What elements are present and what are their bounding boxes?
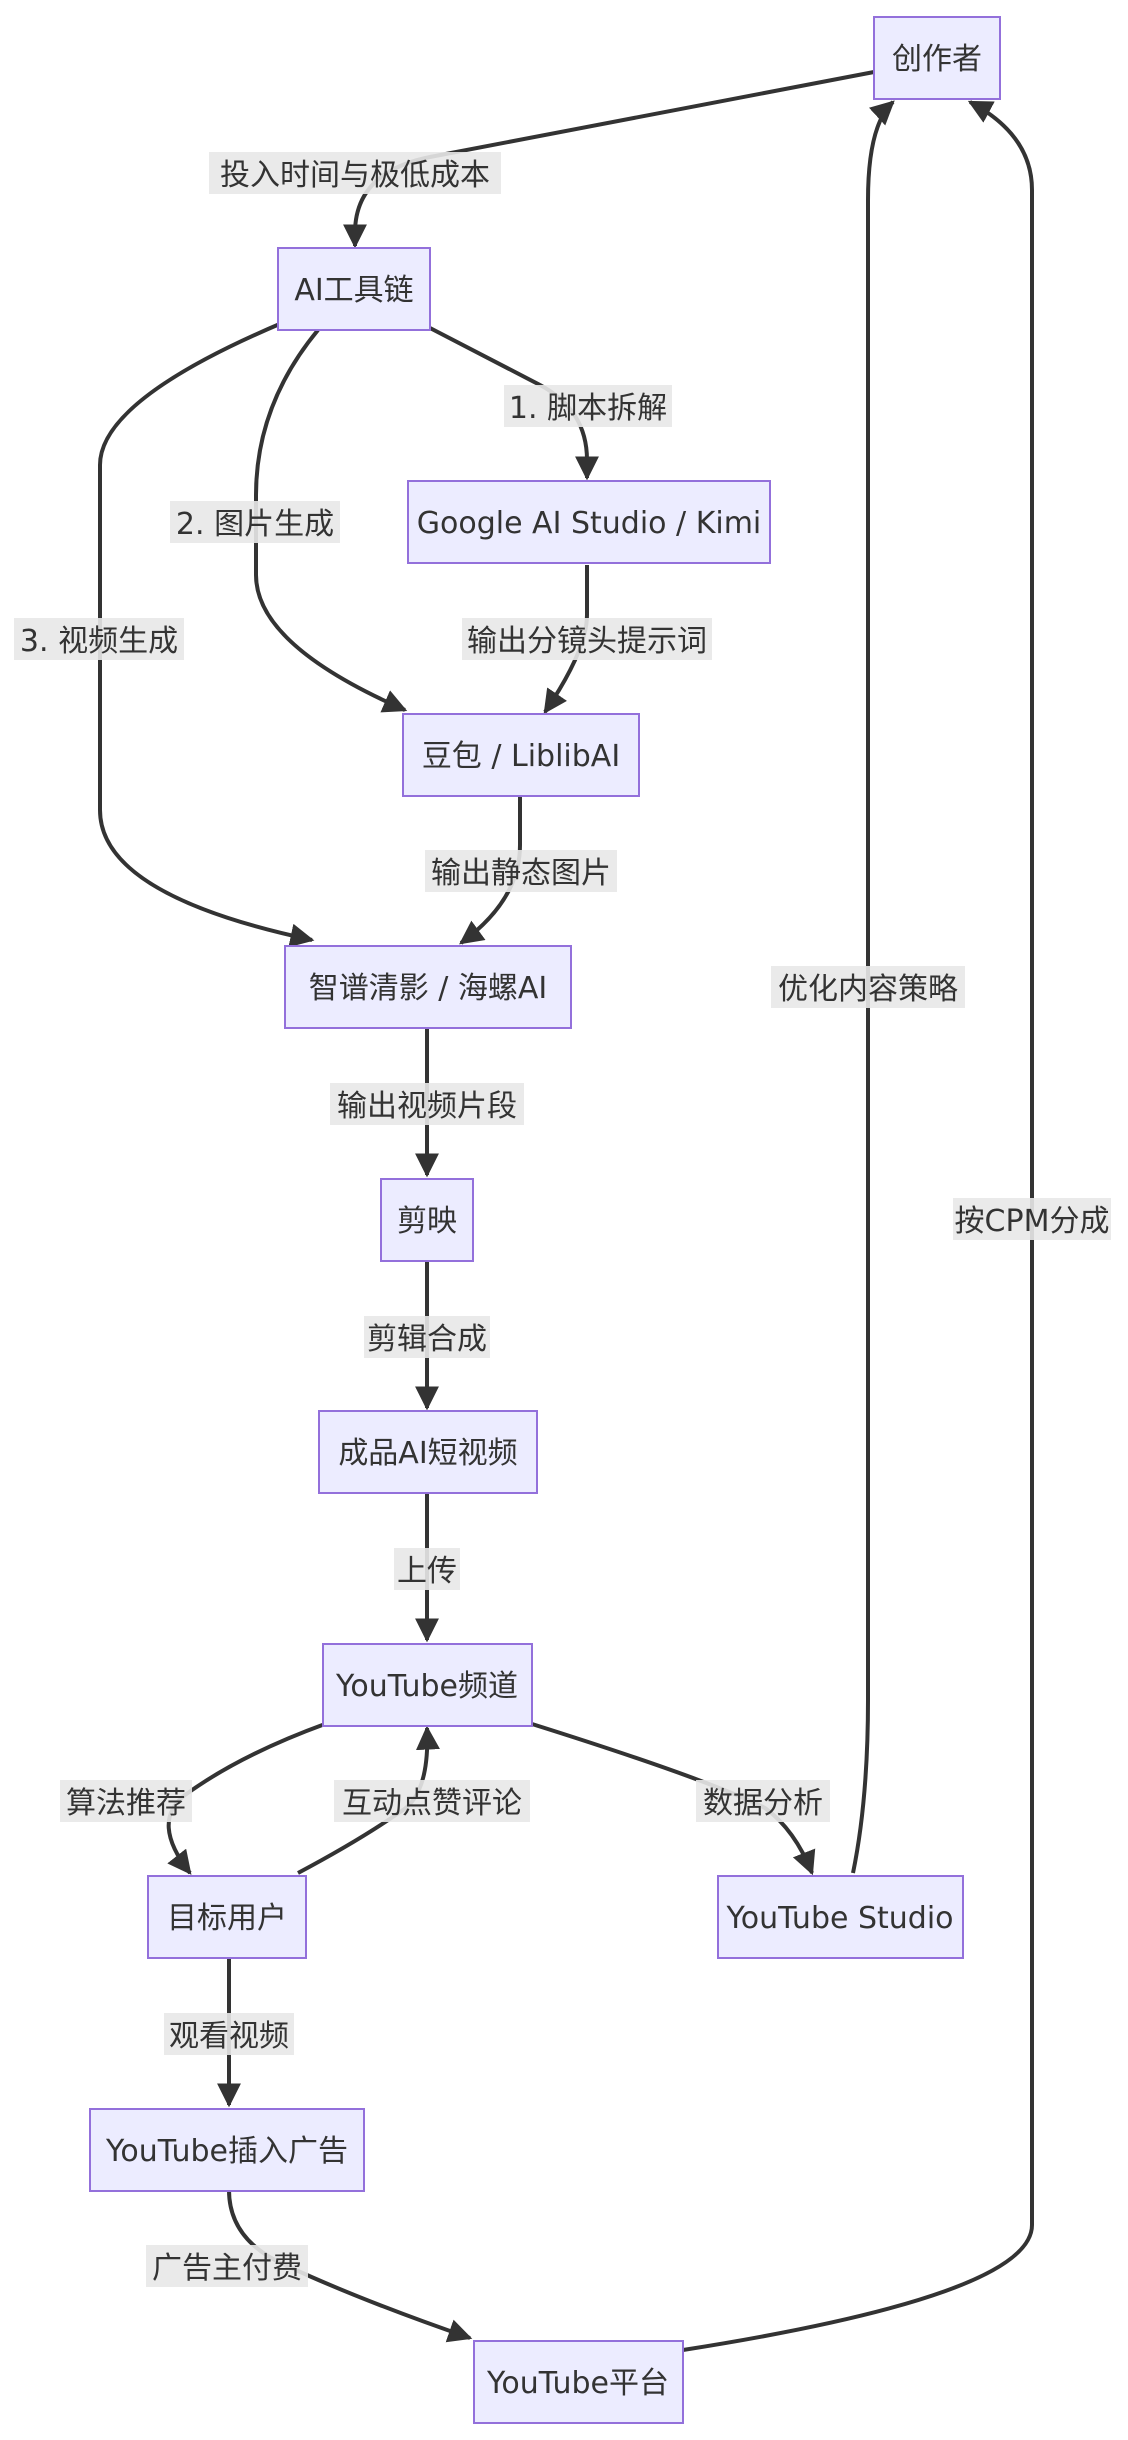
node-google-kimi: Google AI Studio / Kimi: [407, 480, 771, 564]
edge-label-invest: 投入时间与极低成本: [209, 152, 501, 194]
edge-channel-to-target-users: [166, 1722, 326, 1875]
node-youtube-channel: YouTube频道: [322, 1643, 533, 1727]
edge-label-advertiser-pays-text: 广告主付费: [152, 2251, 302, 2286]
edge-label-optimize-strategy-text: 优化内容策略: [778, 972, 958, 1007]
edge-label-video-gen: 3. 视频生成: [14, 618, 184, 660]
edge-label-interact-text: 互动点赞评论: [342, 1786, 522, 1821]
edge-label-cpm-share-text: 按CPM分成: [955, 1204, 1110, 1239]
node-youtube-platform-label: YouTube平台: [486, 2366, 669, 2401]
edge-label-script-breakdown-text: 1. 脚本拆解: [509, 391, 667, 426]
node-youtube-ads: YouTube插入广告: [89, 2108, 365, 2192]
edge-label-watch-video: 观看视频: [164, 2013, 294, 2055]
edge-label-storyboard-prompts-text: 输出分镜头提示词: [467, 624, 707, 659]
edge-label-invest-text: 投入时间与极低成本: [220, 158, 490, 193]
node-jianying-label: 剪映: [397, 1204, 457, 1239]
edge-label-cpm-share: 按CPM分成: [953, 1198, 1111, 1240]
node-final-video: 成品AI短视频: [318, 1410, 538, 1494]
node-zhipu-hailuo: 智谱清影 / 海螺AI: [284, 945, 572, 1029]
edge-toolchain-to-doubao: [254, 328, 408, 713]
node-doubao-liblib-label: 豆包 / LiblibAI: [422, 739, 620, 774]
edge-label-optimize-strategy: 优化内容策略: [771, 966, 965, 1008]
edge-label-static-images: 输出静态图片: [425, 850, 617, 892]
edge-label-advertiser-pays: 广告主付费: [146, 2245, 308, 2287]
node-youtube-ads-label: YouTube插入广告: [105, 2134, 348, 2169]
node-target-users: 目标用户: [147, 1875, 307, 1959]
edge-label-interact: 互动点赞评论: [334, 1780, 530, 1822]
edge-label-upload: 上传: [394, 1548, 460, 1590]
node-creator: 创作者: [873, 16, 1001, 100]
edge-toolchain-to-zhipu: [98, 321, 315, 948]
edge-label-algo-recommend-text: 算法推荐: [66, 1786, 186, 1821]
edge-label-storyboard-prompts: 输出分镜头提示词: [462, 618, 712, 660]
node-target-users-label: 目标用户: [167, 1901, 287, 1936]
edge-label-data-analysis: 数据分析: [696, 1780, 830, 1822]
edge-label-data-analysis-text: 数据分析: [703, 1786, 823, 1821]
edge-label-video-gen-text: 3. 视频生成: [20, 624, 178, 659]
node-ai-toolchain-label: AI工具链: [294, 273, 413, 308]
node-creator-label: 创作者: [892, 42, 982, 77]
node-final-video-label: 成品AI短视频: [338, 1436, 517, 1471]
node-ai-toolchain: AI工具链: [277, 247, 431, 331]
node-youtube-studio-label: YouTube Studio: [725, 1901, 953, 1936]
node-youtube-studio: YouTube Studio: [717, 1875, 964, 1959]
edge-doubao-to-zhipu: [459, 795, 522, 945]
node-jianying: 剪映: [380, 1178, 474, 1262]
edge-label-watch-video-text: 观看视频: [169, 2019, 289, 2054]
edge-label-edit-compose-text: 剪辑合成: [367, 1322, 487, 1357]
edge-label-upload-text: 上传: [397, 1554, 457, 1589]
edge-label-algo-recommend: 算法推荐: [60, 1780, 192, 1822]
edge-label-edit-compose: 剪辑合成: [364, 1316, 490, 1358]
node-youtube-platform: YouTube平台: [473, 2340, 684, 2424]
edge-label-video-clips-text: 输出视频片段: [337, 1089, 517, 1124]
edge-studio-to-creator: [851, 100, 895, 1874]
edge-label-image-gen-text: 2. 图片生成: [176, 507, 334, 542]
node-doubao-liblib: 豆包 / LiblibAI: [402, 713, 640, 797]
node-google-kimi-label: Google AI Studio / Kimi: [417, 506, 762, 541]
node-zhipu-hailuo-label: 智谱清影 / 海螺AI: [309, 971, 548, 1006]
edge-label-video-clips: 输出视频片段: [330, 1083, 524, 1125]
edge-label-static-images-text: 输出静态图片: [431, 856, 611, 891]
edge-platform-to-creator: [682, 100, 1034, 2352]
edge-label-image-gen: 2. 图片生成: [170, 501, 340, 543]
edge-label-script-breakdown: 1. 脚本拆解: [504, 385, 672, 427]
node-youtube-channel-label: YouTube频道: [335, 1669, 518, 1704]
